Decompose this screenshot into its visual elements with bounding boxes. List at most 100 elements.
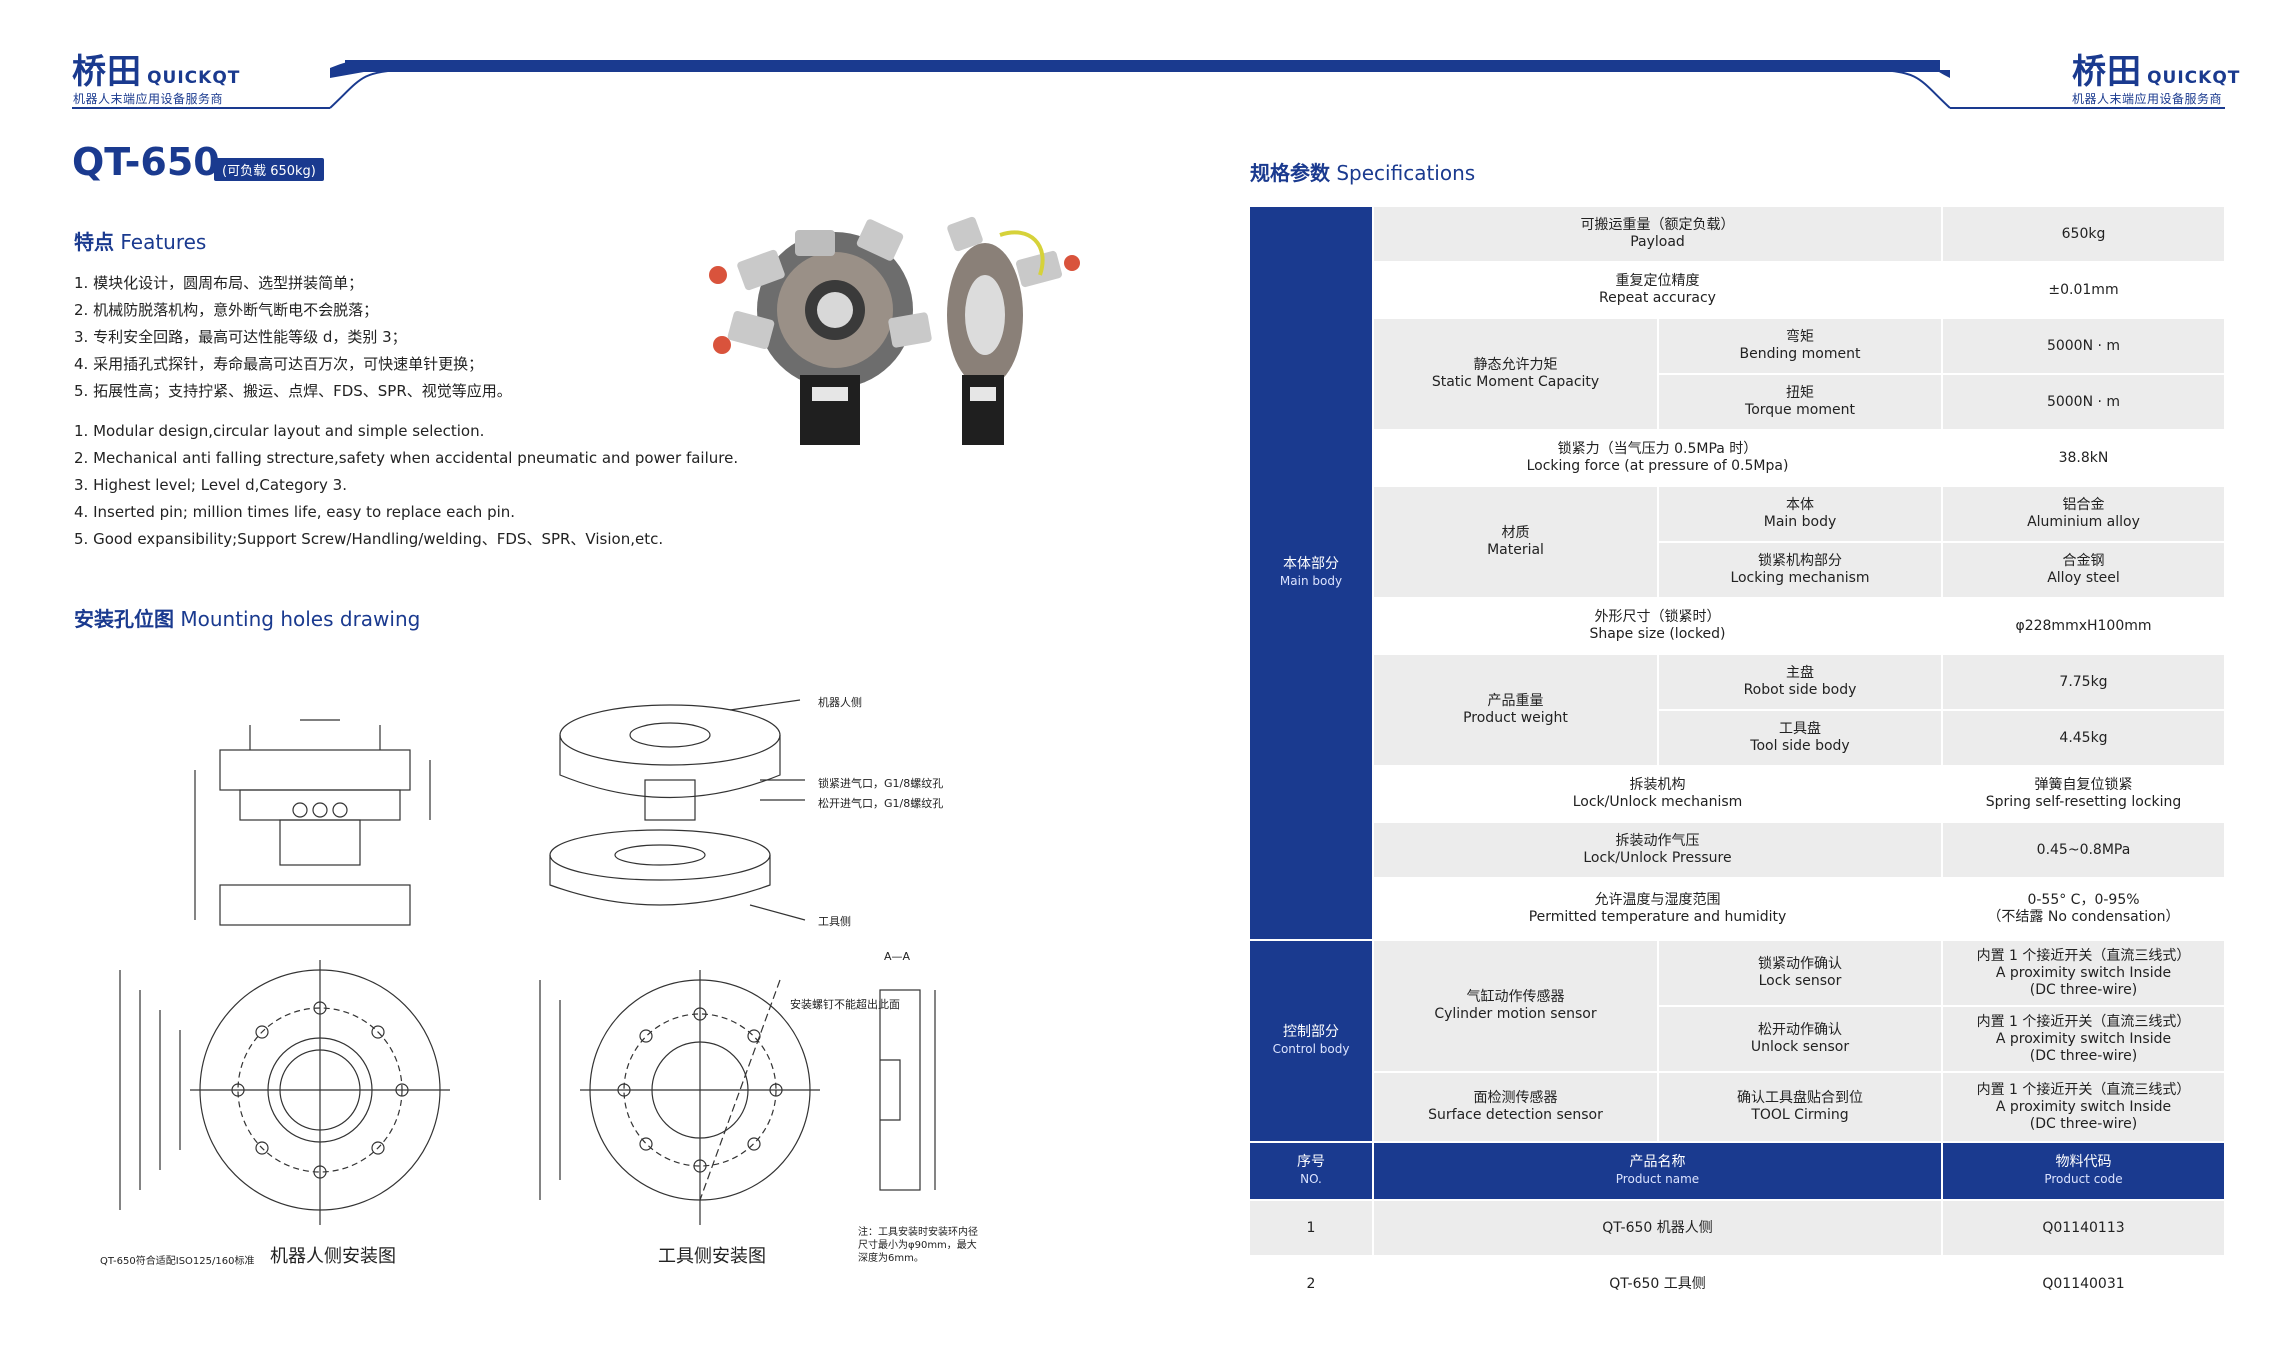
row-surface-value: 内置 1 个接近开关（直流三线式） A proximity switch Ins…	[1943, 1073, 2224, 1141]
surface-tool-en: TOOL Cirming	[1751, 1107, 1849, 1123]
cylinder-en: Cylinder motion sensor	[1434, 1006, 1597, 1022]
row-unlock-sensor-value: 内置 1 个接近开关（直流三线式） A proximity switch Ins…	[1943, 1007, 2224, 1071]
material-body-value-en: Aluminium alloy	[2027, 514, 2140, 530]
temp-value-2: （不结露 No condensation）	[1987, 909, 2180, 925]
locking-en: Locking force (at pressure of 0.5Mpa)	[1526, 458, 1789, 474]
cylinder-cn: 气缸动作传感器	[1466, 989, 1565, 1005]
brand-tagline-left: 机器人末端应用设备服务商	[73, 92, 224, 106]
feature-cn-1: 1. 模块化设计，圆周布局、选型拼装简单；	[74, 274, 364, 292]
row-payload-value: 650kg	[1943, 207, 2224, 261]
row-torque-label: 扭矩 Torque moment	[1659, 375, 1941, 429]
group-main-cn: 本体部分	[1283, 556, 1339, 572]
material-lock-value-cn: 合金钢	[2062, 553, 2105, 569]
row-payload-label: 可搬运重量（额定负载） Payload	[1374, 207, 1941, 261]
product-model: QT-650	[72, 140, 220, 184]
product-header-name: 产品名称 Product name	[1374, 1143, 1941, 1199]
feature-en-2: 2. Mechanical anti falling strecture,saf…	[74, 449, 739, 467]
weight-cn: 产品重量	[1487, 693, 1544, 709]
row-shape-value: φ228mmxH100mm	[2015, 617, 2152, 634]
unlock-sensor-en: Unlock sensor	[1750, 1039, 1850, 1055]
brand-logo-left: 桥田 QUICKQT	[72, 44, 240, 93]
row-torque-value: 5000N · m	[1943, 375, 2224, 429]
switch-value-l1: 内置 1 个接近开关（直流三线式）	[1976, 1013, 2191, 1030]
material-lock-en: Locking mechanism	[1730, 570, 1870, 586]
features-title-en: Features	[120, 230, 207, 254]
switch-value-l2: A proximity switch Inside	[1995, 1098, 2172, 1115]
annot-tool-side: 工具侧	[818, 915, 851, 928]
brand-name-en: QUICKQT	[147, 68, 241, 88]
material-body-value-cn: 铝合金	[2062, 497, 2105, 513]
row-weight-tool-value: 4.45kg	[1943, 711, 2224, 765]
switch-value-l1: 内置 1 个接近开关（直流三线式）	[1976, 947, 2191, 964]
product-header-no: 序号 NO.	[1250, 1143, 1372, 1199]
feature-en-1: 1. Modular design,circular layout and si…	[74, 422, 485, 440]
material-lock-cn: 锁紧机构部分	[1758, 553, 1842, 569]
drawing-title-en: Mounting holes drawing	[180, 607, 421, 631]
brand-name-cn: 桥田	[2072, 52, 2142, 92]
switch-value-l2: A proximity switch Inside	[1995, 964, 2172, 981]
specs-heading: 规格参数 Specifications	[1250, 157, 1475, 186]
torque-cn: 扭矩	[1786, 385, 1814, 401]
row-weight-robot-label: 主盘 Robot side body	[1659, 655, 1941, 709]
row-temp-label: 允许温度与湿度范围 Permitted temperature and humi…	[1374, 879, 1941, 939]
features-heading: 特点 Features	[74, 226, 206, 255]
weight-tool-cn: 工具盘	[1779, 721, 1821, 737]
specs-title-en: Specifications	[1336, 161, 1476, 185]
row-bending-value: 5000N · m	[1943, 319, 2224, 373]
row-material-lock-label: 锁紧机构部分 Locking mechanism	[1659, 543, 1941, 597]
drawing-heading: 安装孔位图 Mounting holes drawing	[74, 603, 420, 632]
row-surface-label: 面检测传感器 Surface detection sensor	[1374, 1073, 1657, 1141]
robot-side-plan-drawing	[119, 960, 450, 1225]
features-title-cn: 特点	[74, 230, 114, 254]
feature-en-3: 3. Highest level; Level d,Category 3.	[74, 476, 347, 494]
pressure-en: Lock/Unlock Pressure	[1583, 850, 1732, 866]
shape-en: Shape size (locked)	[1589, 626, 1726, 642]
group-control-body: 控制部分 Control body	[1250, 941, 1372, 1141]
row-weight-tool-label: 工具盘 Tool side body	[1659, 711, 1941, 765]
weight-tool-en: Tool side body	[1750, 738, 1850, 754]
annot-bolt: 安装螺钉不能超出此面	[790, 998, 900, 1011]
row-locking-value: 38.8kN	[2058, 449, 2109, 466]
row-mechanism-value: 弹簧自复位锁紧 Spring self-resetting locking	[1943, 767, 2224, 821]
material-en: Material	[1487, 542, 1544, 558]
header-name-en: Product name	[1615, 1172, 1700, 1186]
product-photo	[709, 216, 1080, 445]
features-list-en: 1. Modular design,circular layout and si…	[74, 418, 738, 553]
temp-en: Permitted temperature and humidity	[1528, 909, 1787, 925]
feature-cn-5: 5. 拓展性高；支持拧紧、搬运、点焊、FDS、SPR、视觉等应用。	[74, 382, 512, 400]
switch-value-l1: 内置 1 个接近开关（直流三线式）	[1976, 1081, 2191, 1098]
moment-cn: 静态允许力矩	[1473, 357, 1558, 373]
repeat-en: Repeat accuracy	[1599, 290, 1716, 306]
unlock-sensor-cn: 松开动作确认	[1758, 1022, 1842, 1038]
row-unlock-sensor-label: 松开动作确认 Unlock sensor	[1659, 1007, 1941, 1071]
header-no-en: NO.	[1300, 1172, 1322, 1186]
bending-cn: 弯矩	[1786, 329, 1814, 345]
drawing-title-cn: 安装孔位图	[74, 607, 174, 631]
feature-cn-4: 4. 采用插孔式探针，寿命最高可达百万次，可快速单针更换；	[74, 355, 484, 373]
group-main-en: Main body	[1279, 574, 1343, 588]
material-body-cn: 本体	[1786, 497, 1814, 513]
header-name-cn: 产品名称	[1629, 1154, 1686, 1170]
material-cn: 材质	[1501, 525, 1530, 541]
temp-cn: 允许温度与湿度范围	[1594, 892, 1721, 908]
surface-tool-cn: 确认工具盘贴合到位	[1737, 1090, 1863, 1106]
lock-sensor-en: Lock sensor	[1758, 973, 1842, 989]
switch-value-l3: (DC three-wire)	[2029, 981, 2138, 998]
switch-value-l2: A proximity switch Inside	[1995, 1030, 2172, 1047]
robot-side-label: 机器人侧安装图	[270, 1246, 396, 1267]
row-temp-value: 0-55° C，0-95% （不结露 No condensation）	[1943, 879, 2224, 939]
drawing-note-left: QT-650符合适配ISO125/160标准	[100, 1256, 255, 1267]
feature-cn-2: 2. 机械防脱落机构，意外断气断电不会脱落；	[74, 301, 379, 319]
header-code-cn: 物料代码	[2055, 1154, 2112, 1170]
mechanism-cn: 拆装机构	[1629, 777, 1686, 793]
lock-sensor-cn: 锁紧动作确认	[1758, 956, 1842, 972]
material-lock-value-en: Alloy steel	[2047, 570, 2120, 586]
torque-en: Torque moment	[1745, 402, 1855, 418]
mechanism-value-en: Spring self-resetting locking	[1985, 794, 2182, 810]
surface-en: Surface detection sensor	[1428, 1107, 1603, 1123]
switch-value-l3: (DC three-wire)	[2029, 1115, 2138, 1132]
weight-robot-cn: 主盘	[1786, 665, 1814, 681]
drawing-note-right: 注：工具安装时安装环内径尺寸最小为φ90mm，最大深度为6mm。	[858, 1227, 978, 1264]
row-mechanism-label: 拆装机构 Lock/Unlock mechanism	[1374, 767, 1941, 821]
payload-cn: 可搬运重量（额定负载）	[1580, 217, 1735, 233]
